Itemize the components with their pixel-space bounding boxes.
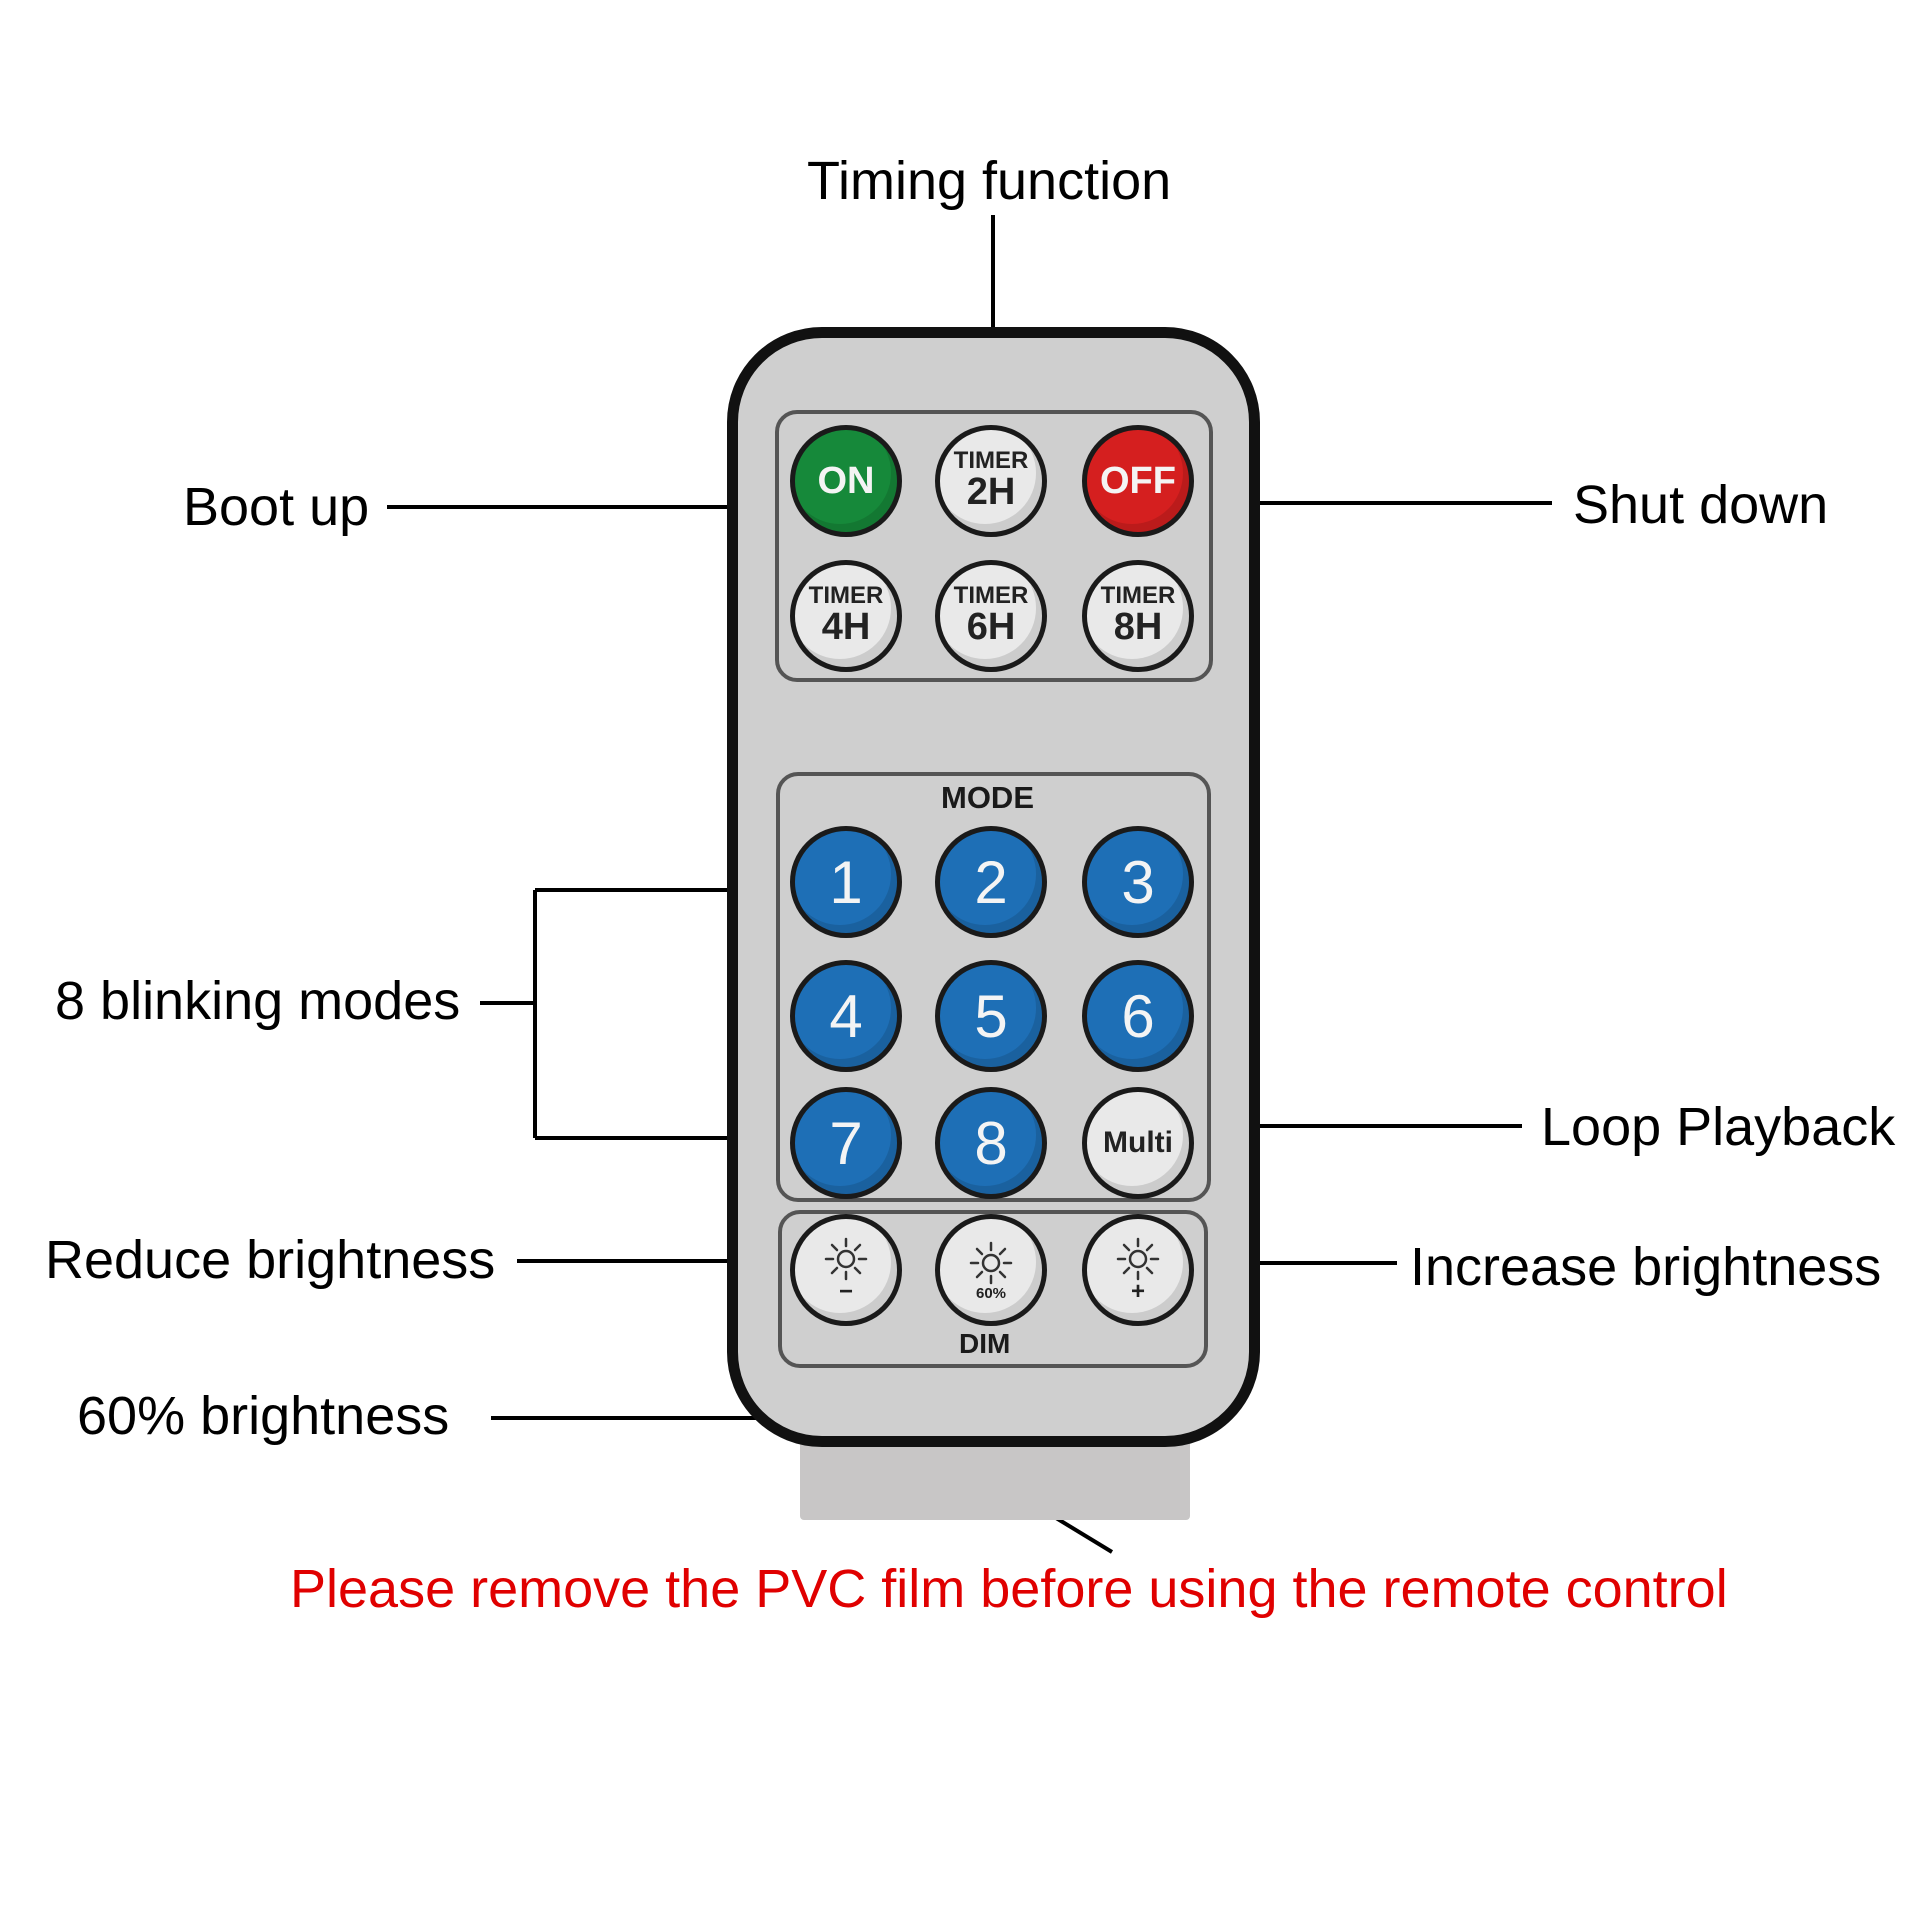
timer-4h-bottom-label: 4H bbox=[821, 606, 871, 649]
plus-label: + bbox=[1130, 1278, 1145, 1305]
timer-2h-button[interactable]: TIMER 2H bbox=[935, 425, 1047, 537]
timer-6h-top-label: TIMER bbox=[953, 582, 1029, 610]
sun-icon bbox=[969, 1241, 1013, 1284]
minus-label: − bbox=[838, 1278, 853, 1305]
timer-4h-top-label: TIMER bbox=[808, 582, 884, 610]
sixty-percent-label: 60% bbox=[975, 1284, 1007, 1302]
off-button[interactable]: OFF bbox=[1082, 425, 1194, 537]
timer-2h-bottom-label: 2H bbox=[966, 471, 1016, 514]
mode-5-button[interactable]: 5 bbox=[935, 960, 1047, 1072]
reduce-brightness-callout: Reduce brightness bbox=[45, 1230, 496, 1290]
power-timer-panel bbox=[775, 410, 1213, 682]
shut-down-callout: Shut down bbox=[1573, 475, 1829, 535]
pvc-film-warning: Please remove the PVC film before using … bbox=[290, 1559, 1728, 1619]
dim-title: DIM bbox=[959, 1328, 1011, 1359]
mode-2-button[interactable]: 2 bbox=[935, 826, 1047, 938]
timer-8h-button[interactable]: TIMER 8H bbox=[1082, 560, 1194, 672]
mode-1-button[interactable]: 1 bbox=[790, 826, 902, 938]
boot-up-callout: Boot up bbox=[183, 477, 370, 537]
multi-button[interactable]: Multi bbox=[1082, 1087, 1194, 1199]
pvc-film-tab bbox=[800, 1440, 1190, 1520]
multi-label: Multi bbox=[1103, 1126, 1173, 1159]
mode-4-button[interactable]: 4 bbox=[790, 960, 902, 1072]
mode-title: MODE bbox=[941, 780, 1034, 815]
timer-8h-bottom-label: 8H bbox=[1113, 606, 1163, 649]
mode-6-label: 6 bbox=[1121, 982, 1155, 1050]
brightness-60-button[interactable]: 60% bbox=[935, 1214, 1047, 1326]
dim-panel bbox=[778, 1210, 1208, 1368]
mode-1-label: 1 bbox=[829, 848, 863, 916]
mode-3-button[interactable]: 3 bbox=[1082, 826, 1194, 938]
blinking-modes-callout: 8 blinking modes bbox=[55, 971, 461, 1031]
on-button[interactable]: ON bbox=[790, 425, 902, 537]
timer-4h-button[interactable]: TIMER 4H bbox=[790, 560, 902, 672]
sixty-brightness-callout: 60% brightness bbox=[77, 1386, 450, 1446]
mode-7-label: 7 bbox=[829, 1109, 863, 1177]
loop-playback-callout: Loop Playback bbox=[1541, 1097, 1896, 1157]
mode-5-label: 5 bbox=[974, 982, 1008, 1050]
timer-2h-top-label: TIMER bbox=[953, 447, 1029, 475]
mode-panel bbox=[776, 772, 1211, 1202]
mode-6-button[interactable]: 6 bbox=[1082, 960, 1194, 1072]
mode-7-button[interactable]: 7 bbox=[790, 1087, 902, 1199]
brightness-up-button[interactable]: + bbox=[1082, 1214, 1194, 1326]
sun-icon bbox=[824, 1237, 868, 1281]
brightness-down-button[interactable]: − bbox=[790, 1214, 902, 1326]
timing-function-callout: Timing function bbox=[807, 151, 1172, 211]
mode-3-label: 3 bbox=[1121, 848, 1155, 916]
on-button-label: ON bbox=[817, 459, 875, 502]
mode-4-label: 4 bbox=[829, 982, 863, 1050]
sun-icon bbox=[1116, 1237, 1160, 1281]
timer-6h-button[interactable]: TIMER 6H bbox=[935, 560, 1047, 672]
off-button-label: OFF bbox=[1100, 459, 1176, 502]
mode-2-label: 2 bbox=[974, 848, 1008, 916]
timer-6h-bottom-label: 6H bbox=[966, 606, 1016, 649]
mode-8-label: 8 bbox=[974, 1109, 1008, 1177]
increase-brightness-callout: Increase brightness bbox=[1410, 1237, 1882, 1297]
mode-8-button[interactable]: 8 bbox=[935, 1087, 1047, 1199]
timer-8h-top-label: TIMER bbox=[1100, 582, 1176, 610]
